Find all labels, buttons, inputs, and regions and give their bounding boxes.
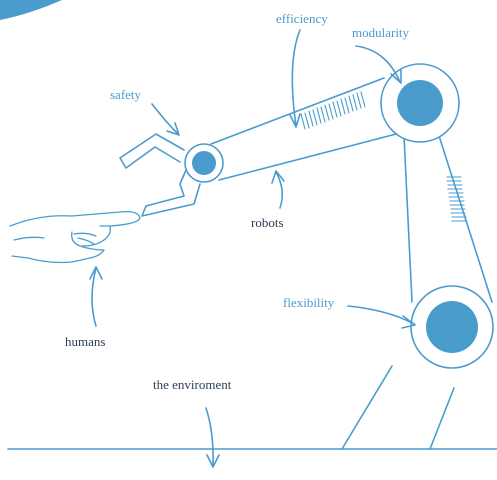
label-flexibility: flexibility (283, 295, 335, 310)
arrow-safety (151, 103, 180, 136)
label-humans: humans (65, 334, 106, 349)
wrist-joint (184, 143, 224, 183)
gripper (119, 133, 201, 217)
arrow-humans (89, 266, 103, 327)
corner-banner (0, 0, 62, 20)
vertical-arm (403, 119, 493, 303)
arrow-flexibility (347, 305, 416, 329)
arrow-robots (271, 170, 285, 209)
arrow-efficiency (289, 29, 301, 128)
label-efficiency: efficiency (276, 11, 328, 26)
base-leg-left (341, 365, 393, 450)
label-safety: safety (110, 87, 142, 102)
label-environment: the enviroment (153, 377, 232, 392)
upper-arm-hatch (300, 91, 366, 130)
base-leg-right (429, 387, 455, 450)
label-robots: robots (251, 215, 284, 230)
arrow-environment (205, 407, 220, 468)
vertical-arm-hatch (446, 176, 467, 222)
base-joint (410, 285, 494, 369)
upper-arm (210, 77, 401, 181)
arrow-modularity (355, 45, 402, 84)
label-modularity: modularity (352, 25, 410, 40)
human-hand (9, 210, 141, 264)
